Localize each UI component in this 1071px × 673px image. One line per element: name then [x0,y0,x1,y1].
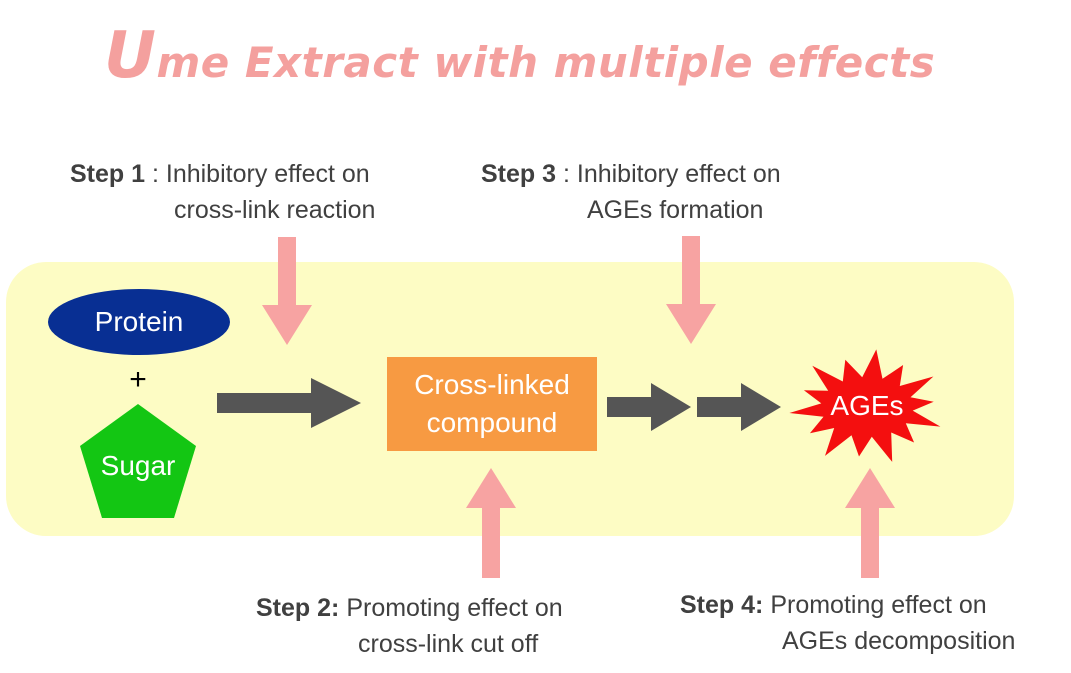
step-2-line-2: cross-link cut off [358,630,539,658]
title-rest: me Extract with multiple effects [156,38,936,87]
step-4-up-arrow [845,468,895,578]
step-2-line-1: Promoting effect on [346,594,563,622]
step-1-down-arrow [262,237,312,345]
step-3-line-2: AGEs formation [587,196,764,224]
compound-label-line-2: compound [426,407,558,438]
protein-label: Protein [94,306,184,337]
step-3-separator: : [556,160,577,188]
flow-arrow-2-to-ages [697,383,781,431]
step-1-line-2: cross-link reaction [174,196,376,224]
ages-burst-icon [789,349,941,462]
step-3-label: Step 3 [481,160,557,188]
step-1-separator: : [145,160,166,188]
flow-arrow-1-to-ages [607,383,691,431]
cross-linked-compound-node: Cross-linked compound [387,357,597,451]
step-1-label: Step 1 [70,160,146,188]
sugar-pentagon [80,404,196,518]
step-4-label: Step 4: [680,591,764,619]
sugar-label: Sugar [100,450,176,481]
flow-arrow-to-compound [217,378,361,428]
step-2-annotation: Step 2: Promoting effect on cross-link c… [256,590,563,662]
step-3-annotation: Step 3 : Inhibitory effect on AGEs forma… [481,156,781,228]
ages-label: AGEs [830,390,904,421]
title-initial: U [104,19,157,93]
plus-sign: + [129,363,147,396]
step-3-line-1: Inhibitory effect on [576,160,781,188]
step-1-line-1: Inhibitory effect on [165,160,370,188]
step-2-up-arrow [466,468,516,578]
step-2-label: Step 2: [256,594,340,622]
step-4-annotation: Step 4: Promoting effect on AGEs decompo… [680,587,1015,659]
compound-label-line-1: Cross-linked [414,369,570,400]
step-3-down-arrow [666,236,716,344]
step-4-line-2: AGEs decomposition [782,627,1016,655]
step-1-annotation: Step 1 : Inhibitory effect on cross-link… [70,156,375,228]
page-title: Ume Extract with multiple effects [104,16,935,103]
step-4-line-1: Promoting effect on [770,591,987,619]
protein-node: Protein [48,289,230,355]
